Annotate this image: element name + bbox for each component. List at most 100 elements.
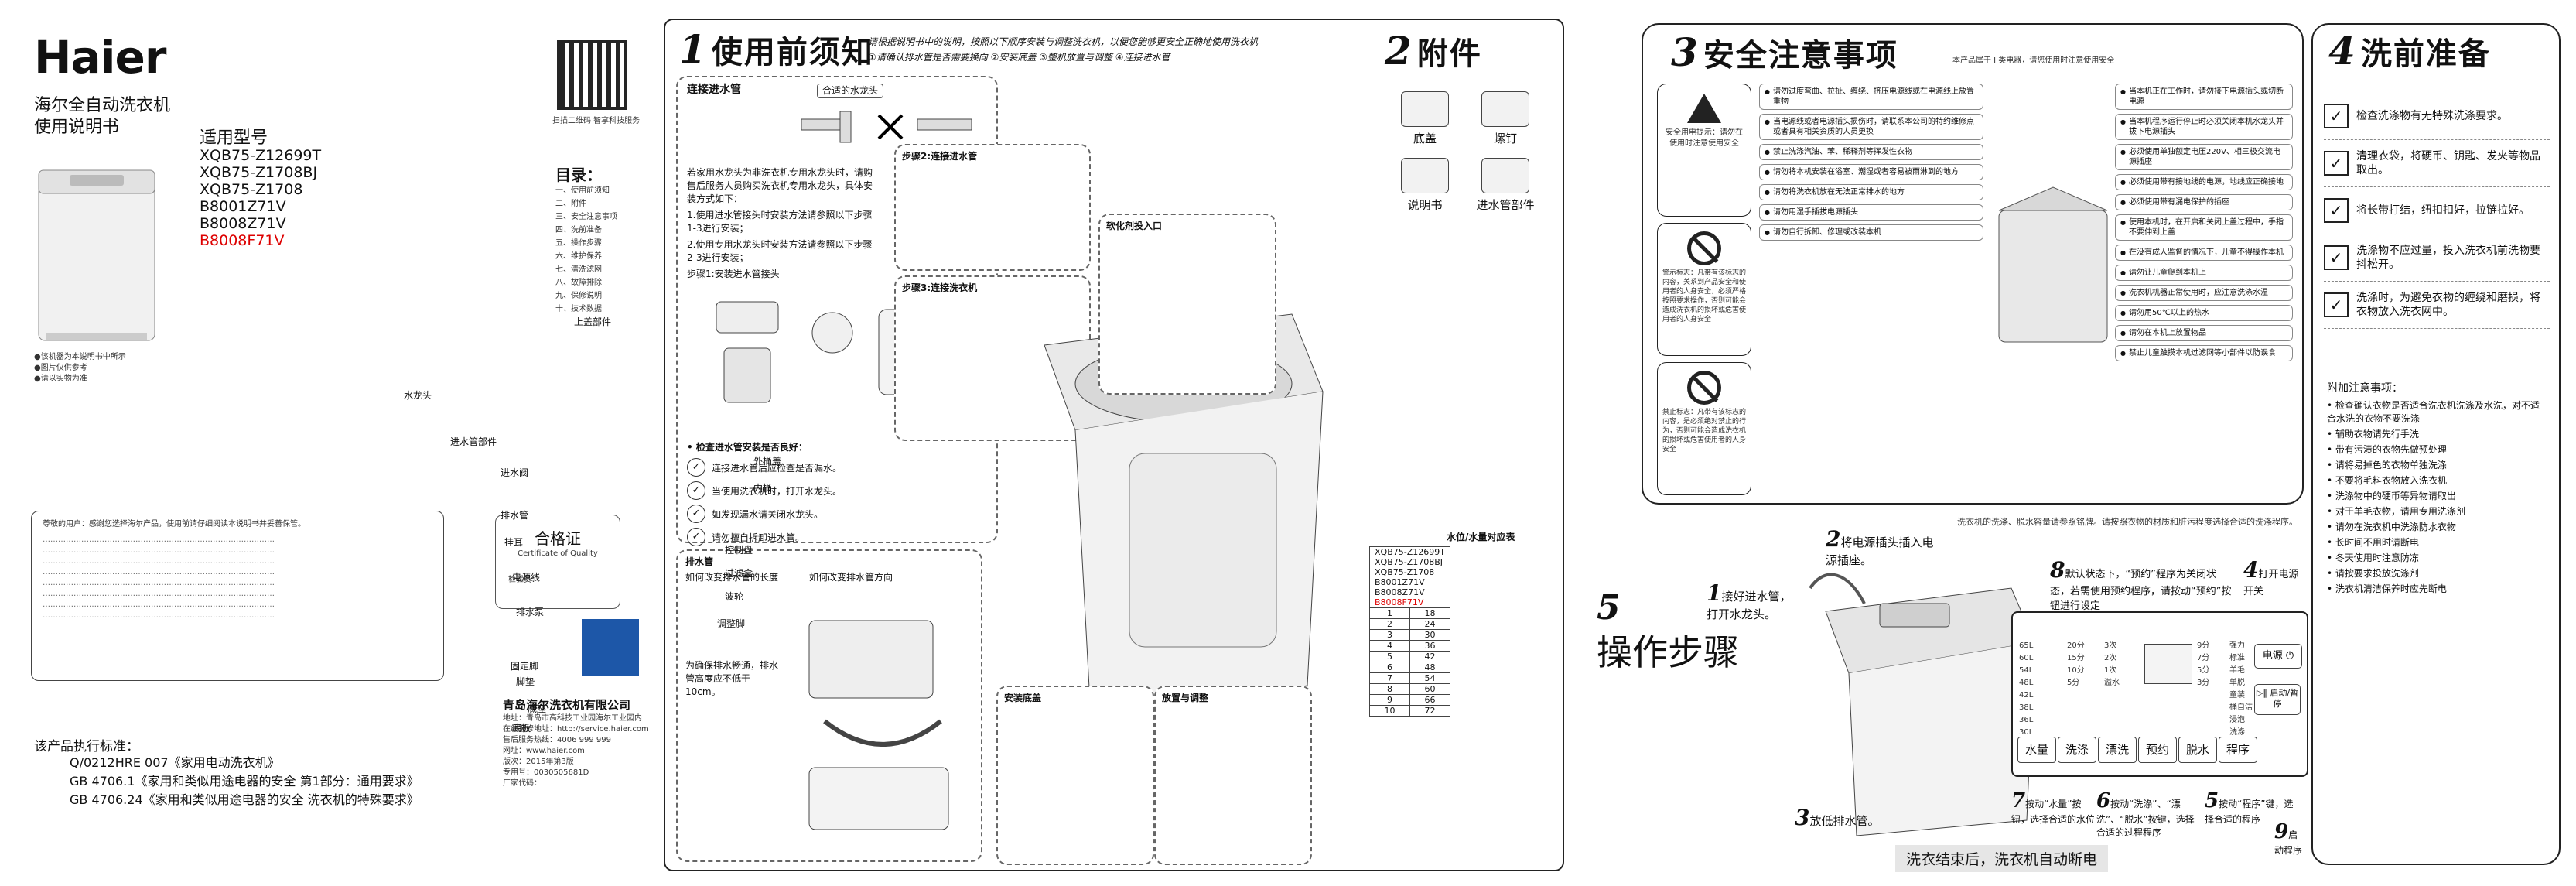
softener-title: 软化剂投入口 bbox=[1106, 221, 1163, 231]
prep-text: 清理衣袋，将硬币、钥匙、发夹等物品取出。 bbox=[2356, 150, 2540, 176]
part-label: 上盖部件 bbox=[574, 316, 612, 327]
start-pause-button[interactable]: ▷‖ 启动/暂停 bbox=[2254, 684, 2301, 715]
certificate: 合格证 Certificate of Quality 检验员： bbox=[495, 515, 620, 609]
drain-box: 排水管 如何改变排水管的长度 如何改变排水管方向 为确保排水畅通，排水管高度应不… bbox=[676, 549, 982, 862]
step9-text: 启动程序 bbox=[2274, 830, 2303, 856]
accessories-grid: 底盖螺钉说明书进水管部件 bbox=[1385, 88, 1547, 221]
rule-text: 请勿让儿童爬到本机上 bbox=[2128, 269, 2206, 277]
model-cell: XQB75-Z1708 bbox=[1375, 567, 1435, 577]
rule-text: 使用本机时，在开启和关闭上盖过程中，手指不要伸到上盖 bbox=[2128, 218, 2284, 237]
rule-text: 请勿用50℃以上的热水 bbox=[2128, 309, 2209, 317]
extra-item: • 冬天使用时注意防冻 bbox=[2327, 552, 2419, 563]
rule-bullet: ● bbox=[2120, 330, 2126, 337]
table-cell: 6 bbox=[1369, 662, 1410, 673]
accessory-item: 进水管部件 bbox=[1468, 158, 1543, 218]
qr-code bbox=[557, 40, 627, 110]
extra-item: • 请将易掉色的衣物单独洗涤 bbox=[2327, 460, 2447, 470]
panel-button-3[interactable]: 预约 bbox=[2138, 737, 2177, 763]
note-text: 当使用洗衣机时，打开水龙头。 bbox=[712, 485, 842, 497]
toc-item: 九、保修说明 bbox=[555, 292, 602, 300]
panel-button-2[interactable]: 漂洗 bbox=[2098, 737, 2137, 763]
step1: 1接好进水管，打开水龙头。 bbox=[1707, 580, 1792, 621]
prep-text: 洗涤物不应过量，投入洗衣机前洗物要抖松开。 bbox=[2356, 245, 2540, 271]
rule-item: ●请勿将洗衣机放在无法正常排水的地方 bbox=[1759, 184, 1983, 200]
inlet-step: 2.使用专用水龙头时安装方法请参照以下步骤2-3进行安装； bbox=[687, 239, 873, 263]
rule-text: 当电源线或者电源插头损伤时，请联系本公司的特约维修点或者具有相关资质的人员更换 bbox=[1772, 118, 1974, 136]
rules-right: ●当本机正在工作时，请勿接下电源插头或切断电源●当本机程序运行停止时必须关闭本机… bbox=[2115, 84, 2293, 365]
check-icon: ✓ bbox=[2324, 292, 2349, 317]
rule-item: ●必须使用带有接地线的电源，地线应正确接地 bbox=[2115, 174, 2293, 190]
rule-item: ●必须使用单独额定电压220V、相三极交流电源插座 bbox=[2115, 144, 2293, 170]
table-cell: 66 bbox=[1409, 694, 1450, 706]
model-item: B8008Z71V bbox=[200, 215, 286, 232]
rule-text: 请勿用湿手插拔电源插头 bbox=[1772, 208, 1858, 217]
part-label: 脚垫 bbox=[516, 676, 535, 687]
panel-button-0[interactable]: 水量 bbox=[2017, 737, 2056, 763]
drain-title: 排水管 bbox=[685, 556, 714, 567]
extra-item: • 辅助衣物请先行手洗 bbox=[2327, 429, 2419, 440]
rule-text: 请勿自行拆卸、修理或改装本机 bbox=[1772, 228, 1881, 237]
toc-item: 二、附件 bbox=[555, 200, 586, 208]
water-level-label: 48L bbox=[2019, 679, 2034, 687]
prep-item: ✓ 检查洗涤物有无特殊洗涤要求。 bbox=[2324, 93, 2550, 140]
rule-bullet: ● bbox=[2120, 269, 2126, 276]
part-label: 进水管部件 bbox=[450, 436, 497, 447]
check-icon: ✓ bbox=[2324, 104, 2349, 128]
prep-items: ✓ 检查洗涤物有无特殊洗涤要求。 ✓ 清理衣袋，将硬币、钥匙、发夹等物品取出。 ✓将长带… bbox=[2324, 93, 2550, 329]
check-icon: ✓ bbox=[687, 505, 705, 523]
prep-text: 检查洗涤物有无特殊洗涤要求。 bbox=[2356, 110, 2508, 122]
section4-num: 4 bbox=[2328, 28, 2357, 74]
extra-item: • 洗衣机清洁保养时应先断电 bbox=[2327, 583, 2447, 594]
section1-intro: 请根据说明书中的说明，按照以下顺序安装与调整洗衣机，以便您能够更安全正确地使用洗… bbox=[868, 36, 1259, 47]
rule-text: 在没有成人监督的情况下，儿童不得操作本机 bbox=[2128, 248, 2284, 257]
spin-time-label: 3分 bbox=[2197, 679, 2210, 687]
panel-button-4[interactable]: 脱水 bbox=[2178, 737, 2217, 763]
panel-button-5[interactable]: 程序 bbox=[2219, 737, 2257, 763]
toc-item: 八、故障排除 bbox=[555, 279, 602, 287]
ban-label: 禁止标志：凡带有该标志的内容，是必须绝对禁止的行为，否则可能会造成洗衣机的损坏或… bbox=[1662, 409, 1747, 453]
step1-text: 接好进水管，打开水龙头。 bbox=[1707, 590, 1792, 621]
note-text: 连接进水管后应检查是否漏水。 bbox=[712, 462, 842, 474]
step2-box: 步骤2:连接进水管 bbox=[894, 144, 1091, 271]
spin-time-label: 5分 bbox=[2197, 666, 2210, 675]
table-cell: 48 bbox=[1409, 662, 1450, 673]
step4-text: 打开电源开关 bbox=[2243, 569, 2299, 597]
note-row: ✓连接进水管后应检查是否漏水。 bbox=[687, 458, 880, 477]
warning-icon bbox=[1687, 94, 1721, 123]
notes-list: ✓连接进水管后应检查是否漏水。✓当使用洗衣机时，打开水龙头。✓如发现漏水请关闭水… bbox=[687, 458, 880, 551]
rule-text: 当本机正在工作时，请勿接下电源插头或切断电源 bbox=[2128, 87, 2284, 106]
table-cell: 1 bbox=[1369, 607, 1410, 619]
water-level-label: 65L bbox=[2019, 641, 2034, 650]
part-label: 调整脚 bbox=[717, 618, 746, 629]
prep-item: ✓将长带打结，纽扣扣好，拉链拉好。 bbox=[2324, 187, 2550, 234]
rule-item: ●在没有成人监督的情况下，儿童不得操作本机 bbox=[2115, 245, 2293, 261]
part-label: 挂耳 bbox=[504, 537, 524, 548]
step7: 7按动“水量”按钮，选择合适的水位 bbox=[2011, 789, 2096, 825]
company-info-line: 地址：青岛市高科技工业园海尔工业园内 bbox=[503, 714, 642, 723]
section3-subtitle: 本产品属于 I 类电器，请您使用时注意使用安全 bbox=[1952, 56, 2115, 65]
power-button[interactable]: 电源 ⏻ bbox=[2254, 644, 2302, 669]
table-cell: 36 bbox=[1409, 640, 1450, 652]
panel-button-1[interactable]: 洗涤 bbox=[2058, 737, 2096, 763]
part-label: 底板 bbox=[512, 723, 531, 734]
notice-box: 尊敬的用户：感谢您选择海尔产品，使用前请仔细阅读本说明书并妥善保管。 ……………… bbox=[31, 511, 444, 681]
rule-bullet: ● bbox=[1765, 149, 1770, 156]
table-cell: 8 bbox=[1369, 683, 1410, 695]
rule-item: ●洗衣机机器正常使用时，应注意洗涤水温 bbox=[2115, 285, 2293, 301]
alert-label: 警示标志：凡带有该标志的内容，关系到产品安全和使用者的人身安全，必须严格按照要求… bbox=[1662, 269, 1747, 323]
place-title: 放置与调整 bbox=[1162, 693, 1209, 703]
table-cell: 18 bbox=[1409, 607, 1450, 619]
standard-item: GB 4706.24《家用和类似用途电器的安全 洗衣机的特殊要求》 bbox=[70, 792, 419, 807]
table-cell: 2 bbox=[1369, 618, 1410, 630]
part-label: 排水管 bbox=[501, 510, 529, 521]
rules-left: ●请勿过度弯曲、拉扯、缠绕、挤压电源线或在电源线上放置重物●当电源线或者电源插头… bbox=[1759, 84, 1983, 245]
rule-bullet: ● bbox=[2120, 118, 2126, 125]
place-box: 放置与调整 bbox=[1154, 686, 1312, 865]
extra-item: • 对于羊毛衣物，请用专用洗涤剂 bbox=[2327, 506, 2465, 517]
rule-text: 必须使用单独额定电压220V、相三极交流电源插座 bbox=[2128, 148, 2280, 166]
